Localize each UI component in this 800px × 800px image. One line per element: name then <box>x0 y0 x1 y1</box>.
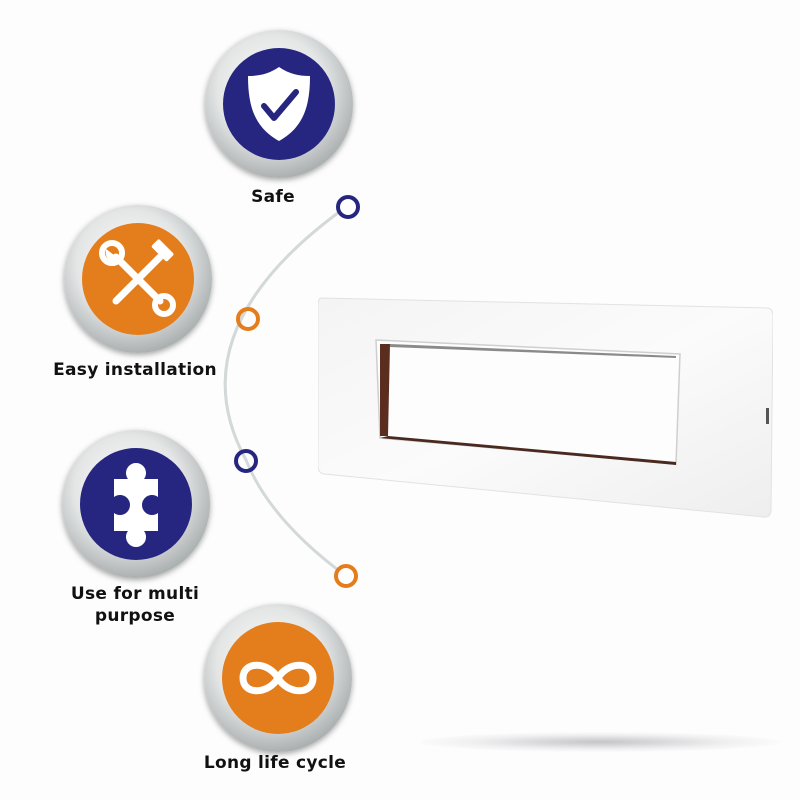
infinity-icon <box>239 661 317 695</box>
safe-label: Safe <box>251 187 295 207</box>
multi-purpose-badge <box>62 430 210 578</box>
easy-installation-badge <box>64 205 212 353</box>
ring-dot-4 <box>334 564 358 588</box>
floor-shadow <box>420 732 780 752</box>
puzzle-piece-icon <box>114 463 158 547</box>
multi-purpose-label-line2: purpose <box>94 606 176 626</box>
long-life-cycle-badge <box>204 604 352 752</box>
multi-purpose-label-line1: Use for multi <box>70 584 200 604</box>
ring-dot-2 <box>236 307 260 331</box>
switch-plate-image <box>318 297 773 518</box>
wrench-hammer-icon <box>99 239 176 317</box>
shield-check-icon <box>248 67 310 141</box>
multi-purpose-label: Use for multi purpose <box>40 583 230 627</box>
ring-dot-3 <box>234 449 258 473</box>
ring-dot-1 <box>336 195 360 219</box>
easy-installation-label: Easy installation <box>53 360 217 380</box>
long-life-cycle-label: Long life cycle <box>203 753 347 773</box>
safe-badge <box>205 30 353 178</box>
